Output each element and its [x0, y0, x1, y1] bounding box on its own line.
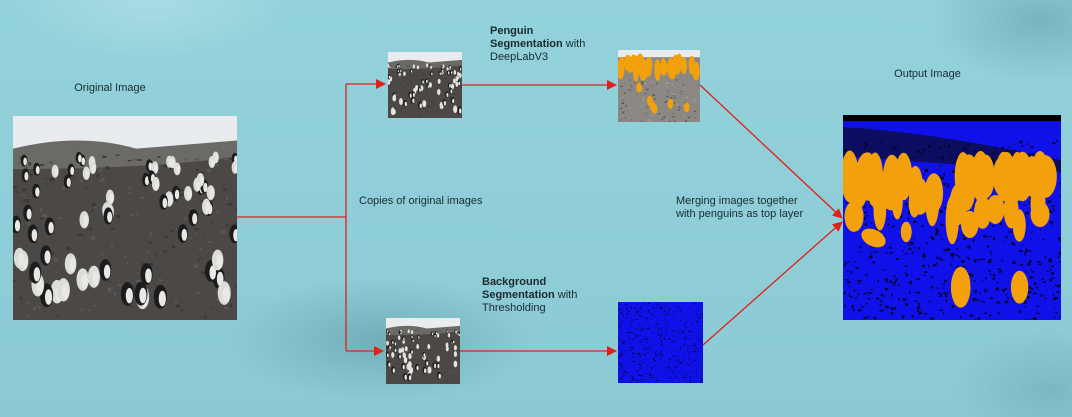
output-image-label: Output Image [894, 68, 961, 80]
penguin-segmentation-method: with DeepLabV3 [490, 38, 586, 63]
background-mask-image [618, 302, 703, 383]
original-photo [13, 116, 237, 320]
arrow-penguin-mask-to-output [699, 84, 843, 219]
background-segmentation-title: Background Segmentation [482, 276, 555, 301]
output-photo [843, 115, 1061, 320]
background-segmentation-label: Background Segmentation with Thresholdin… [482, 276, 594, 315]
penguin-segmentation-title: Penguin Segmentation [490, 25, 563, 50]
copies-label: Copies of original images [359, 195, 483, 207]
original-image-label: Original Image [74, 82, 146, 94]
arrow-background-mask-to-output [702, 221, 843, 346]
merging-label: Merging images together with penguins as… [676, 195, 804, 220]
penguin-mask-image [618, 50, 700, 122]
penguin-segmentation-label: Penguin Segmentation with DeepLabV3 [490, 25, 600, 64]
copy-photo-bottom [386, 318, 460, 384]
background-segmentation-method: with Thresholding [482, 289, 578, 314]
copy-photo-top [388, 52, 462, 118]
